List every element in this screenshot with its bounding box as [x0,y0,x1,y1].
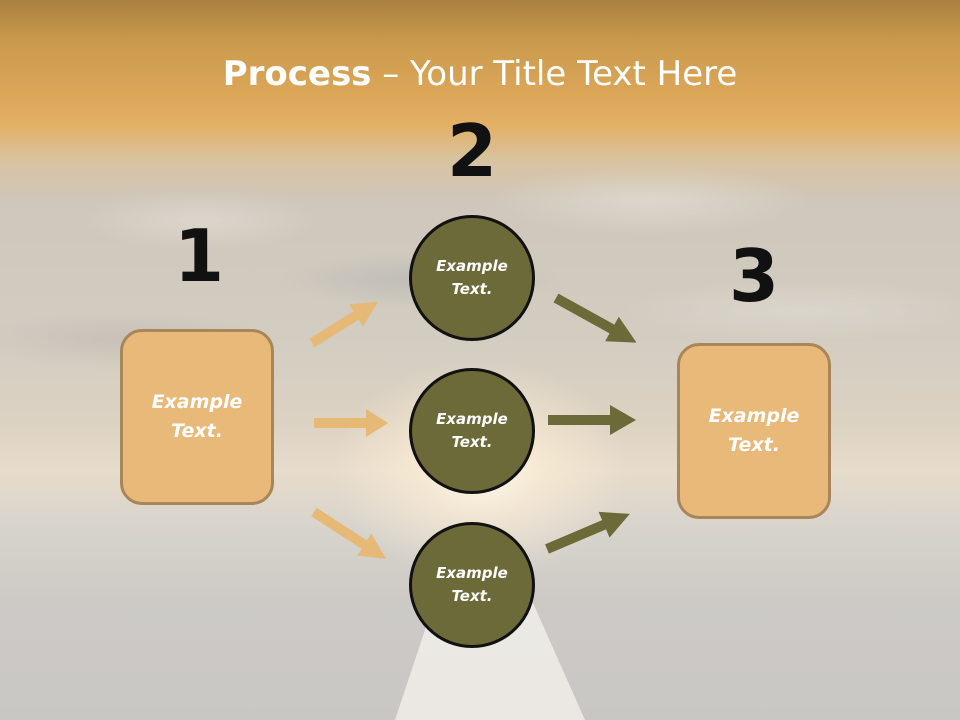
right-box-line-1: Example [708,405,800,427]
slide-title: Process – Your Title Text Here [0,52,960,96]
circle-bottom: Example Text. [409,522,535,648]
arrow-left-to-bottom [311,507,387,559]
title-bold: Process [222,54,372,94]
circle-bottom-line-2: Text. [451,587,493,605]
circle-top-line-1: Example [436,257,508,275]
arrow-middle-to-right [548,405,636,435]
arrow-left-to-top [309,301,379,348]
right-step-box: Example Text. [677,343,831,519]
circle-middle-line-2: Text. [451,433,493,451]
arrow-top-to-right [553,293,637,343]
step-number-1: 1 [173,214,225,298]
step-number-2: 2 [446,109,498,193]
circle-top-line-2: Text. [451,280,493,298]
arrow-left-to-middle [314,409,388,437]
right-box-line-2: Text. [728,434,780,456]
left-box-line-2: Text. [171,420,223,442]
step-number-3: 3 [728,234,780,318]
left-step-box: Example Text. [120,329,274,505]
circle-middle: Example Text. [409,368,535,494]
arrow-bottom-to-right [545,511,630,554]
circle-middle-line-1: Example [436,410,508,428]
left-box-line-1: Example [151,391,243,413]
circle-top: Example Text. [409,215,535,341]
circle-bottom-line-1: Example [436,564,508,582]
title-rest: – Your Title Text Here [371,54,738,94]
